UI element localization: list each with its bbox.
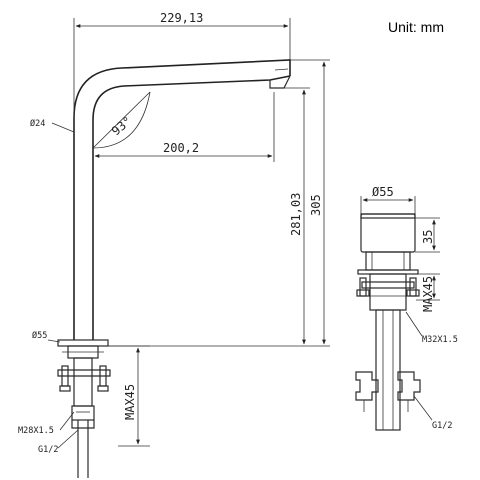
connection-label-right: G1/2 (432, 421, 452, 431)
aerator-tip (269, 75, 291, 89)
tube-diameter-label: Ø24 (30, 118, 45, 129)
base-plate (57, 339, 109, 347)
angle-arc (92, 91, 151, 149)
base-diameter-label-left: Ø55 (32, 330, 47, 341)
spout-outer-outline (73, 59, 291, 340)
handle-detail-view: Ø55 35 MAX45 M32X1.5 (355, 185, 458, 431)
reach-label: 200,2 (163, 141, 199, 155)
threaded-shank (73, 357, 93, 407)
faucet-side-view: 93° Ø24 Ø55 M28X1.5 G1/2 MAX4 (18, 11, 330, 478)
thread-label-right: M32X1.5 (422, 335, 458, 345)
handle-height-label: 35 (421, 230, 435, 244)
spout-height-label: 281,03 (289, 193, 303, 236)
handle-pipe (375, 309, 401, 431)
overall-width-label: 229,13 (160, 11, 203, 25)
spout-inner-outline (92, 75, 291, 340)
unit-label: Unit: mm (388, 19, 444, 35)
handle-bolt-right (409, 277, 417, 297)
handle-bolt-left (359, 277, 367, 297)
handle-bracket (361, 281, 415, 289)
handle-diameter-label: Ø55 (372, 185, 394, 199)
max-label-left: MAX45 (123, 384, 137, 420)
knurled-handle (360, 213, 416, 253)
overall-height-label: 305 (309, 194, 323, 216)
valve-connector-left (355, 371, 379, 401)
max-label-right: MAX45 (421, 276, 435, 312)
handle-threaded-shank (369, 273, 407, 311)
handle-body (365, 251, 411, 271)
connection-label-left: G1/2 (38, 445, 58, 455)
mounting-bracket (57, 369, 111, 377)
handle-cap (360, 213, 416, 219)
valve-connector-right (397, 371, 421, 401)
handle-flange (357, 269, 419, 275)
thread-label-left: M28X1.5 (18, 426, 54, 436)
